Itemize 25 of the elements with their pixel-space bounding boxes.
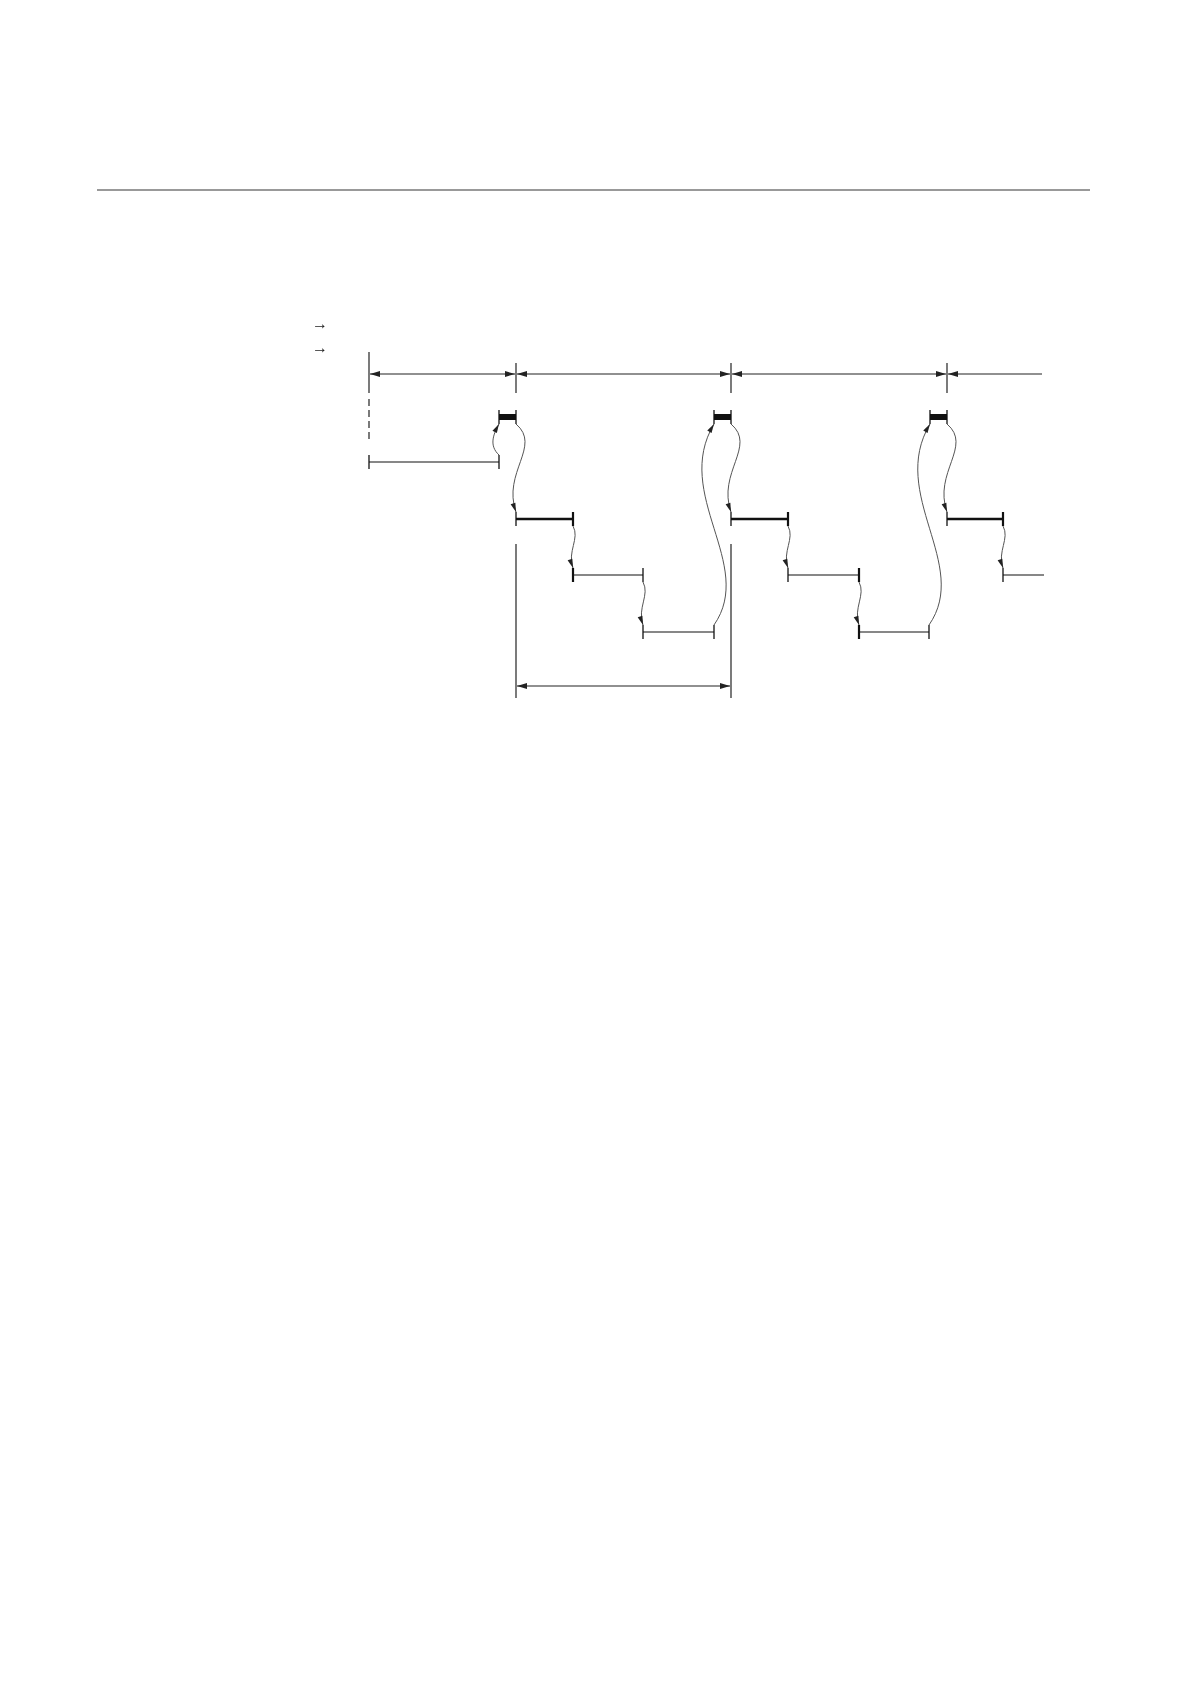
bold-timing-bar xyxy=(730,512,789,526)
wavy-arrow xyxy=(511,423,526,513)
wavy-arrow xyxy=(917,423,942,626)
timing-bar xyxy=(858,625,930,639)
timing-bar xyxy=(368,455,500,469)
thick-timing-bar xyxy=(929,410,948,424)
arrow-symbol: → xyxy=(312,316,328,332)
wavy-arrow xyxy=(701,423,727,626)
wavy-arrow xyxy=(726,423,741,513)
wavy-arrow xyxy=(492,423,500,456)
bold-timing-bar xyxy=(515,512,574,526)
timing-bar xyxy=(787,568,860,582)
bold-timing-bar xyxy=(946,512,1004,526)
wavy-arrow xyxy=(568,525,576,569)
wavy-arrow xyxy=(638,581,646,626)
thick-timing-bar xyxy=(713,410,732,424)
wavy-arrow xyxy=(998,525,1006,569)
arrow-symbol: → xyxy=(312,340,328,356)
timing-bar xyxy=(642,625,715,639)
thick-timing-bar xyxy=(498,410,517,424)
wavy-arrow xyxy=(854,581,862,626)
wavy-arrow xyxy=(942,423,957,513)
wavy-arrow xyxy=(783,525,791,569)
timing-bar xyxy=(1002,568,1044,582)
timing-bar xyxy=(572,568,644,582)
